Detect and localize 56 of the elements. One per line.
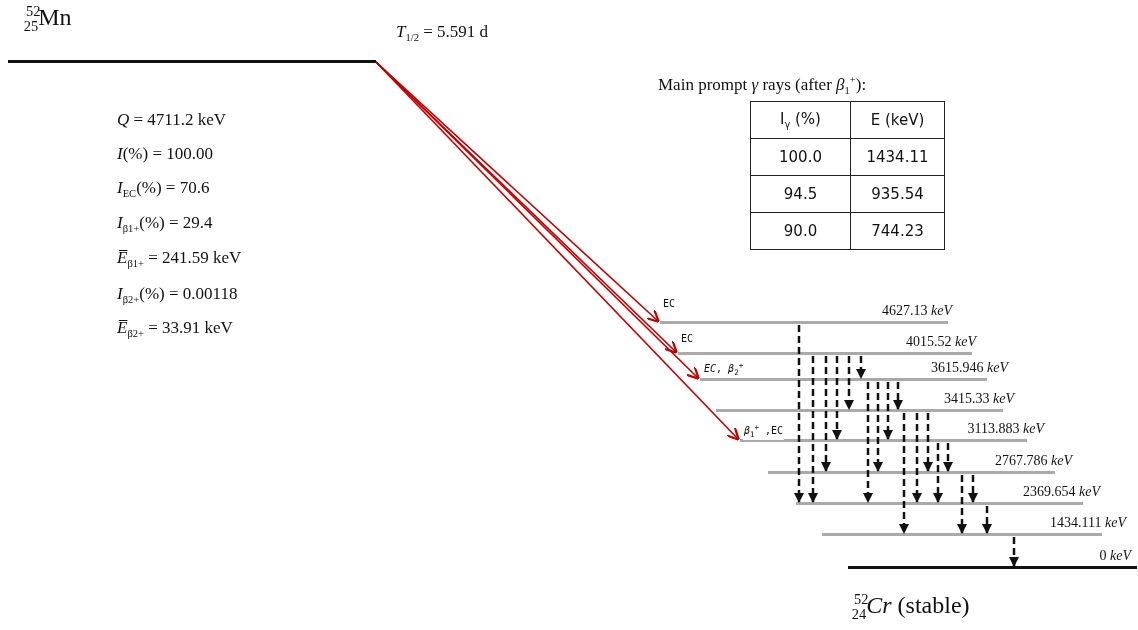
decay-parameter: E̅$_{β1+}$ = 241.59 keV (117, 248, 242, 272)
table-value: 94.5 (751, 176, 851, 213)
gamma-transition-arrow (893, 382, 903, 410)
decay-parameter: I$_{EC}$(%) = 70.6 (117, 178, 210, 202)
energy-level (822, 515, 1126, 537)
table-title: Main prompt γ rays (after β$_{1}$$^{+}$): (658, 74, 867, 98)
gamma-transition-arrow (899, 413, 909, 534)
gamma-transition-arrow (832, 356, 842, 440)
energy-level (768, 453, 1072, 475)
level-energy: 3113.883 keV (967, 421, 1044, 437)
gamma-transition-arrow (923, 413, 933, 472)
level-energy: 3415.33 keV (944, 391, 1014, 407)
gamma-transition-arrow (957, 475, 967, 534)
table-value: 935.54 (851, 176, 945, 213)
level-energy: 3615.946 keV (931, 360, 1008, 376)
energy-level (740, 421, 1044, 443)
table-value: 744.23 (851, 213, 945, 250)
decay-parameter: I$_{β1+}$(%) = 29.4 (117, 213, 213, 237)
gamma-transition-arrow (912, 413, 922, 503)
level-energy: 2767.786 keV (995, 453, 1072, 469)
half-life-label: T$_{1/2}$ = 5.591 d (396, 22, 489, 46)
energy-level (678, 334, 976, 356)
gamma-transition-arrow (808, 356, 818, 503)
decay-parameter: I$_{β2+}$(%) = 0.00118 (117, 284, 238, 308)
table-value: 1434.11 (851, 139, 945, 176)
table-value: 100.0 (751, 139, 851, 176)
decay-arrow (375, 61, 740, 441)
level-energy: 0 keV (1099, 548, 1131, 564)
gamma-transition-arrow (982, 506, 992, 534)
level-energy: 4015.52 keV (906, 334, 976, 350)
gamma-transition-arrow (883, 382, 893, 440)
decay-parameter: I(%) = 100.00 (117, 144, 213, 165)
table-header: I$_{γ}$ (%) (751, 102, 851, 139)
level-energy: 2369.654 keV (1023, 484, 1100, 500)
table-header: E (keV) (851, 102, 945, 139)
gamma-transition-arrow (856, 356, 866, 379)
gamma-transition-arrow (873, 382, 883, 472)
edge-label: β$_{1}$$^{+}$ ,EC (743, 424, 785, 440)
energy-level (716, 391, 1014, 413)
table-value: 90.0 (751, 213, 851, 250)
level-energy: 1434.111 keV (1050, 515, 1126, 531)
energy-level (796, 484, 1100, 506)
gamma-transition-arrow (933, 443, 943, 503)
gamma-transition-arrow (968, 475, 978, 503)
gamma-transition-arrow (1009, 537, 1019, 567)
gamma-transition-arrow (821, 356, 831, 472)
edge-label: EC (662, 298, 677, 309)
gamma-transition-arrow (943, 443, 953, 472)
decay-parameter: E̅$_{β2+}$ = 33.91 keV (117, 318, 233, 342)
gamma-transition-arrow (863, 382, 873, 503)
gamma-transition-arrow (794, 325, 804, 503)
gamma-transition-arrow (844, 356, 854, 410)
level-energy: 4627.13 keV (882, 303, 952, 319)
decay-parameter: Q = 4711.2 keV (117, 110, 227, 131)
edge-label: EC (680, 333, 695, 344)
energy-level (700, 360, 1008, 382)
